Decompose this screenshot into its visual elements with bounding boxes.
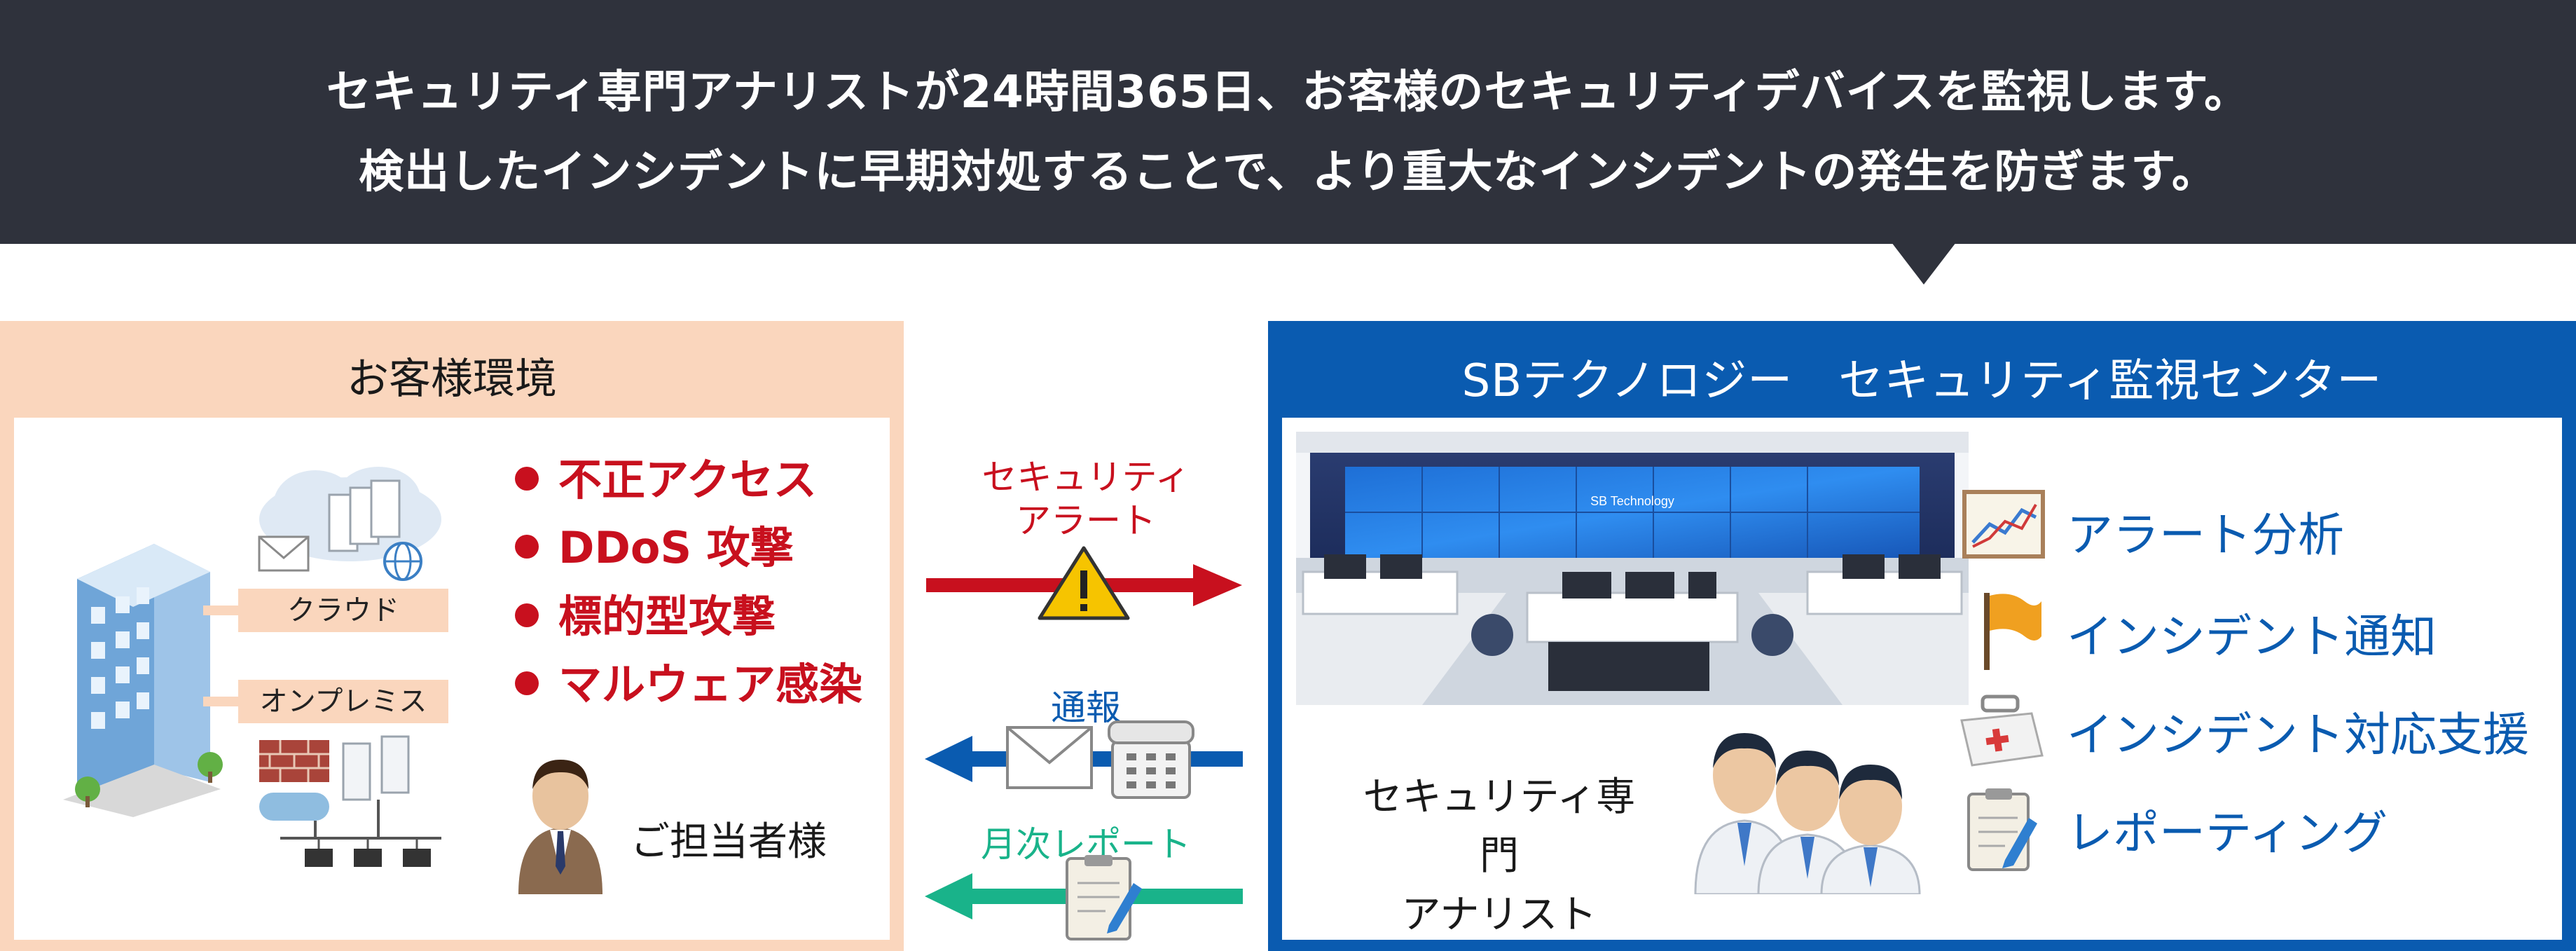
incident-report-arrow <box>925 720 1243 799</box>
service-alert-analysis: アラート分析 <box>2067 508 2344 562</box>
header-line-1: セキュリティ専門アナリストが24時間365日、お客様のセキュリティデバイスを監視… <box>326 67 2250 118</box>
flag-notification-icon <box>1984 593 2041 670</box>
chart-analysis-icon <box>1962 490 2045 559</box>
monthly-report-arrow <box>925 855 1243 940</box>
onprem-label: オンプレミス <box>238 680 448 723</box>
onprem-network-icon <box>259 735 441 867</box>
telephone-icon <box>1108 720 1194 799</box>
cloud-label: クラウド <box>238 589 448 632</box>
office-building-icon <box>63 544 223 817</box>
bullet-icon <box>515 534 539 559</box>
clipboard-report-icon <box>1066 855 1142 940</box>
security-alert-label: セキュリティ アラート <box>982 457 1190 541</box>
soc-panel-body: SB Technology <box>1282 418 2562 940</box>
analyst-label: セキュリティ専門 アナリスト <box>1363 774 1636 938</box>
customer-contact-person-icon <box>518 760 602 894</box>
mail-icon <box>1006 726 1093 789</box>
customer-contact-label: ご担当者様 <box>631 819 827 865</box>
threat-item: マルウェア感染 <box>515 649 862 712</box>
cloud-servers-icon <box>258 467 441 581</box>
threat-item: DDoS 攻撃 <box>515 512 794 575</box>
soc-operations-room-image: SB Technology <box>1296 432 1969 705</box>
security-monitoring-center-panel: SBテクノロジー セキュリティ監視センター SB Technology <box>1268 321 2576 951</box>
customer-environment-panel: お客様環境 <box>0 321 904 951</box>
threat-item: 不正アクセス <box>515 444 817 507</box>
report-call-label: 通報 <box>1051 687 1121 728</box>
security-alert-arrow <box>926 546 1242 620</box>
service-incident-notification: インシデント通知 <box>2067 610 2437 664</box>
header-line-2: 検出したインシデントに早期対処することで、より重大なインシデントの発生を防ぎます… <box>359 146 2217 198</box>
header-banner: セキュリティ専門アナリストが24時間365日、お客様のセキュリティデバイスを監視… <box>0 0 2576 244</box>
bullet-icon <box>515 603 539 627</box>
customer-panel-title: お客様環境 <box>347 355 557 404</box>
service-incident-response-support: インシデント対応支援 <box>2067 708 2529 762</box>
bullet-icon <box>515 671 539 695</box>
first-aid-kit-icon <box>1960 695 2044 767</box>
customer-panel-body: クラウド オンプレミス 不正アクセ <box>14 418 890 940</box>
svg-text:SB Technology: SB Technology <box>1590 494 1674 508</box>
header-pointer <box>1892 242 1956 285</box>
reporting-clipboard-icon <box>1967 788 2037 871</box>
service-reporting: レポーティング <box>2067 806 2388 860</box>
threat-item: 標的型攻撃 <box>515 581 776 644</box>
soc-panel-title: SBテクノロジー セキュリティ監視センター <box>1461 355 2383 407</box>
security-analysts-icon <box>1694 733 1921 894</box>
bullet-icon <box>515 466 539 491</box>
